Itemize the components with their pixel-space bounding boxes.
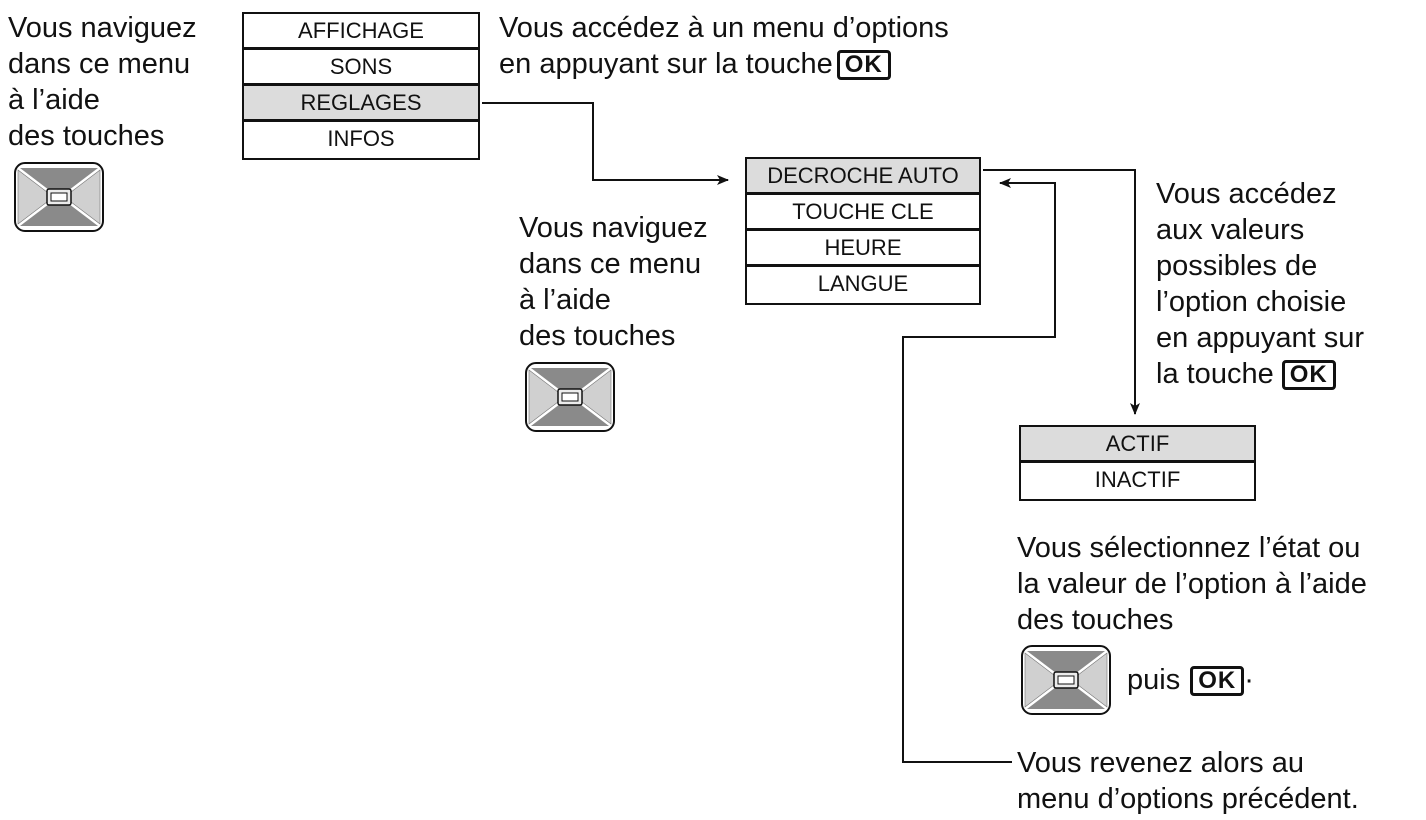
ok-key-icon: OK [1190, 666, 1245, 697]
navigation-pad-icon [1021, 645, 1111, 715]
menu-item-sons[interactable]: SONS [244, 50, 478, 86]
access-options-text: Vous accédez à un menu d’options en appu… [499, 12, 949, 81]
menu-item-actif[interactable]: ACTIF [1021, 427, 1254, 463]
nav-instructions-2: Vous naviguez dans ce menu à l’aide des … [519, 212, 708, 352]
menu-item-decroche-auto[interactable]: DECROCHE AUTO [747, 159, 979, 195]
arrow-option-to-values [983, 169, 1140, 415]
menu-item-affichage[interactable]: AFFICHAGE [244, 14, 478, 50]
select-state-text: Vous sélectionnez l’état ou la valeur de… [1017, 532, 1367, 636]
ok-key-icon: OK [836, 50, 891, 81]
arrow-reglages-to-submenu [482, 102, 729, 185]
settings-menu: DECROCHE AUTO TOUCHE CLE HEURE LANGUE [745, 157, 981, 305]
nav-instructions-1: Vous naviguez dans ce menu à l’aide des … [8, 12, 197, 152]
return-text: Vous revenez alors au menu d’options pré… [1017, 747, 1359, 815]
navigation-pad-icon [525, 362, 615, 432]
arrow-return-to-menu [902, 178, 1056, 763]
menu-item-infos[interactable]: INFOS [244, 122, 478, 158]
menu-item-inactif[interactable]: INACTIF [1021, 463, 1254, 499]
menu-item-touche-cle[interactable]: TOUCHE CLE [747, 195, 979, 231]
menu-item-langue[interactable]: LANGUE [747, 267, 979, 303]
menu-item-heure[interactable]: HEURE [747, 231, 979, 267]
access-values-text: Vous accédez aux valeurs possibles de l’… [1156, 178, 1364, 391]
ok-key-icon: OK [1281, 360, 1336, 391]
menu-item-reglages[interactable]: REGLAGES [244, 86, 478, 122]
navigation-pad-icon [14, 162, 104, 232]
main-menu: AFFICHAGE SONS REGLAGES INFOS [242, 12, 480, 160]
values-menu: ACTIF INACTIF [1019, 425, 1256, 501]
